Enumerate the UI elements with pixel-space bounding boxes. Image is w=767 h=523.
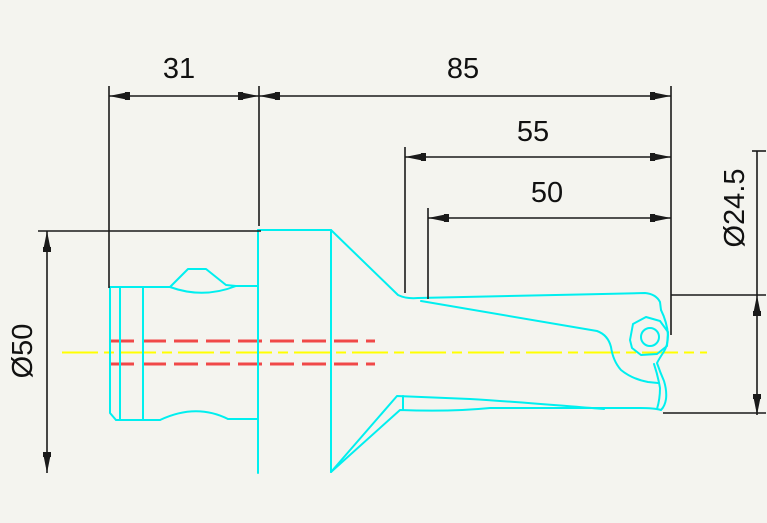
dim-label-85: 85 xyxy=(447,53,479,85)
flange-outline xyxy=(257,229,332,474)
drill-body-outline xyxy=(330,229,669,473)
shank-left-edge xyxy=(109,286,117,421)
shank-outline xyxy=(109,268,259,421)
insert-screw-circle xyxy=(640,327,660,347)
arrow-55-left xyxy=(405,153,426,161)
arrow-31-right xyxy=(238,92,259,100)
dimension-labels: 31 85 55 50 Ø50 Ø24.5 xyxy=(7,53,751,378)
arrow-dia50-bottom xyxy=(43,452,51,473)
shank-bottom-notch-arc xyxy=(159,410,229,421)
arrow-31-left xyxy=(109,92,130,100)
shank-top-notch-arc xyxy=(169,285,237,294)
hidden-bore-lines xyxy=(110,339,375,366)
arrow-dia245-bottom xyxy=(753,394,761,415)
arrow-85-right xyxy=(650,92,671,100)
arrow-85-left xyxy=(259,92,280,100)
dim-label-50: 50 xyxy=(531,177,563,209)
dimension-arrowheads xyxy=(43,92,761,473)
arrow-55-right xyxy=(650,153,671,161)
flute-helix-line xyxy=(420,300,659,384)
tool-outline xyxy=(109,229,669,474)
shank-top-notch-bump xyxy=(169,268,237,288)
dim-label-55: 55 xyxy=(517,116,549,148)
dim-label-dia245: Ø24.5 xyxy=(719,169,751,248)
body-top-silhouette xyxy=(330,229,662,311)
body-bottom-silhouette xyxy=(330,407,662,473)
cutting-insert-polygon xyxy=(629,316,669,356)
dimension-lines xyxy=(38,86,766,473)
arrow-50-right xyxy=(650,214,671,222)
tip-inner-flank-line xyxy=(653,363,661,410)
insert-outline xyxy=(629,316,669,356)
arrow-50-left xyxy=(428,214,449,222)
dim-label-dia50: Ø50 xyxy=(7,324,39,379)
arrow-dia245-top xyxy=(753,295,761,316)
dim-label-31: 31 xyxy=(163,53,195,85)
arrow-dia50-top xyxy=(43,231,51,252)
